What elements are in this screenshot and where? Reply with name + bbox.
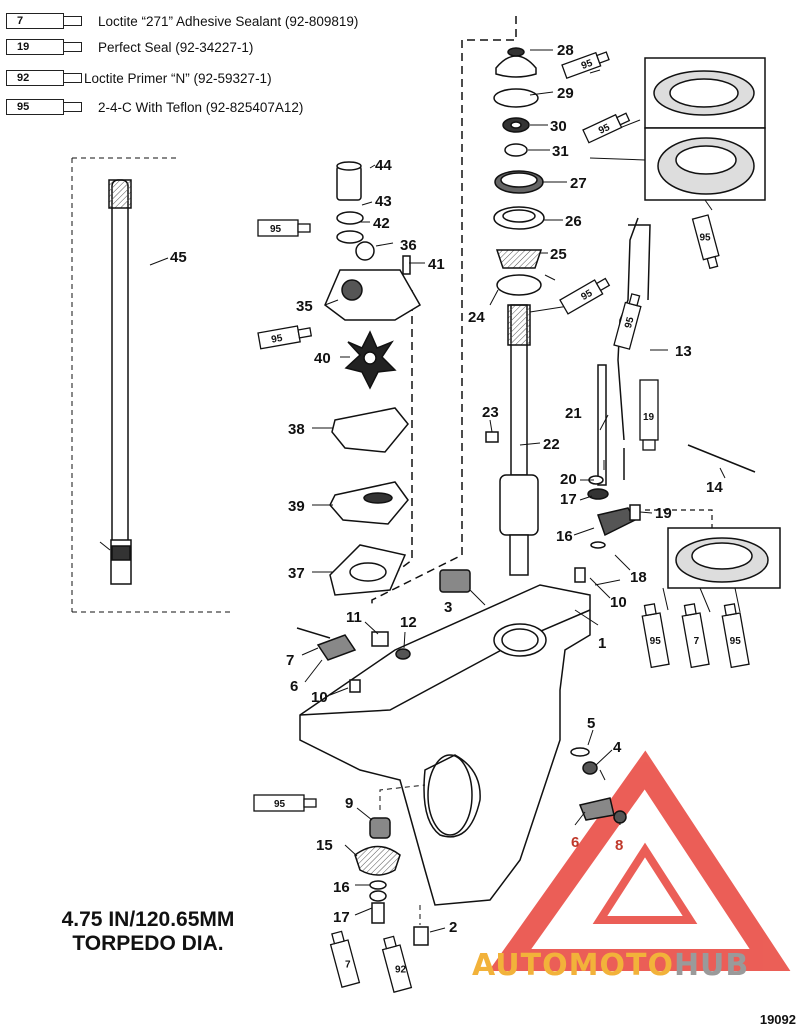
tube-label: 95 (623, 316, 637, 330)
callout-23: 21 (565, 405, 582, 422)
callout-4: 4 (613, 739, 622, 756)
sealant-tube-icon: 7 (6, 12, 84, 30)
callout-16: 16 (333, 879, 350, 896)
torpedo-diameter-note: 4.75 IN/120.65MM TORPEDO DIA. (28, 908, 268, 956)
legend-row-2-4-c: 95 2-4-C With Teflon (92-825407A12) (6, 96, 303, 118)
callout-38: 39 (288, 498, 305, 515)
callout-10-top: 10 (610, 594, 627, 611)
callout-29: 27 (570, 175, 587, 192)
callout-17: 17 (333, 909, 350, 926)
driveshaft-24 (485, 304, 539, 576)
tube-label: 95 (699, 232, 711, 243)
shift-dashed-line (645, 509, 713, 528)
callout-36: 37 (288, 565, 305, 582)
pinion-dashed-line (379, 784, 426, 810)
callout-1: 1 (598, 635, 606, 652)
shift-parts (587, 217, 756, 549)
legend-row-perfect-seal: 19 Perfect Seal (92-34227-1) (6, 36, 253, 58)
legend-text: Loctite “271” Adhesive Sealant (92-80981… (98, 13, 359, 29)
callout-40: 41 (428, 256, 445, 273)
seal-box-top (644, 57, 766, 201)
callout-41: 44 (375, 157, 392, 174)
driveshaft-box (71, 157, 230, 613)
callout-3: 3 (444, 599, 452, 616)
sealant-tube-icon: 95 (6, 98, 84, 116)
torpedo-line-2: TORPEDO DIA. (72, 932, 224, 955)
callout-31: 29 (557, 85, 574, 102)
callout-26: 24 (468, 309, 485, 326)
callout-39: 40 (314, 350, 331, 367)
lower-gear-parts (296, 567, 627, 946)
driveshaft-44 (108, 179, 132, 585)
sealant-tube-icon: 92 (6, 69, 84, 87)
watermark-part-1: AUTOMOTO (472, 948, 674, 983)
callout-7: 7 (286, 652, 294, 669)
tube-label: 95 (730, 636, 742, 647)
watermark-part-2: HUB (673, 948, 750, 983)
tube-label: 95 (650, 636, 662, 647)
legend-row-loctite-271: 7 Loctite “271” Adhesive Sealant (92-809… (6, 10, 358, 32)
tube-label: 95 (270, 224, 282, 235)
tube-label: 92 (395, 965, 407, 976)
callout-6: 6 (290, 678, 298, 695)
callout-13: 13 (675, 343, 692, 360)
callout-43: 43 (375, 193, 392, 210)
legend-text: Loctite Primer “N” (92-59327-1) (84, 70, 272, 86)
callout-34: 35 (296, 298, 313, 315)
watermark-logo-icon (488, 750, 791, 971)
tube-label: 7 (694, 636, 700, 647)
callout-15: 15 (316, 837, 333, 854)
callout-5: 5 (587, 715, 595, 732)
tube-label: 95 (580, 58, 595, 72)
figure-number: 19092 (759, 1012, 796, 1027)
tube-label: 95 (597, 122, 612, 137)
callout-28: 26 (565, 213, 582, 230)
callout-42: 42 (373, 215, 390, 232)
callout-6-red: 6 (571, 834, 579, 851)
callout-27: 25 (550, 246, 567, 263)
callout-32: 30 (550, 118, 567, 135)
seal-box-right (667, 527, 781, 589)
sealant-tube-icon: 95 95 95 95 95 95 95 95 95 7 95 7 92 (253, 51, 750, 993)
tube-label: 95 (579, 288, 595, 303)
callout-8-red: 8 (615, 837, 623, 854)
watermark-text: AUTOMOTOHUB (472, 948, 749, 983)
callout-37: 38 (288, 421, 305, 438)
callout-20: 18 (630, 569, 647, 586)
callout-12: 12 (400, 614, 417, 631)
callout-24: 22 (543, 436, 560, 453)
callout-2: 2 (449, 919, 457, 936)
callout-11: 11 (346, 609, 362, 626)
bearing-stack (493, 47, 545, 296)
perfect-seal-tube-icon: 19 (639, 379, 659, 451)
callout-labels: 28 29 30 31 27 26 25 24 22 23 21 20 17 1… (170, 42, 723, 936)
callout-10-left: 10 (311, 689, 328, 706)
tube-label: 7 (345, 960, 351, 971)
gear-housing-1 (299, 584, 591, 906)
legend-text: Perfect Seal (92-34227-1) (98, 39, 254, 55)
callout-33: 31 (552, 143, 569, 160)
callout-9: 9 (345, 795, 353, 812)
callout-30: 28 (557, 42, 574, 59)
callout-35: 36 (400, 237, 417, 254)
tube-label: 95 (271, 333, 284, 346)
legend-row-loctite-primer: 92 Loctite Primer “N” (92-59327-1) (6, 67, 272, 89)
callout-18: 16 (556, 528, 573, 545)
callout-25: 23 (482, 404, 499, 421)
torpedo-line-1: 4.75 IN/120.65MM (61, 908, 235, 931)
sealant-tube-icon: 19 (6, 38, 84, 56)
callout-22: 20 (560, 471, 577, 488)
callout-21: 19 (655, 505, 672, 522)
legend-text: 2-4-C With Teflon (92-825407A12) (98, 99, 304, 115)
callout-19: 17 (560, 491, 577, 508)
callout-44: 45 (170, 249, 187, 266)
tube-label: 19 (643, 412, 655, 423)
tube-label: 95 (274, 799, 286, 810)
callout-14: 14 (706, 479, 723, 496)
water-pump-parts (324, 161, 422, 596)
